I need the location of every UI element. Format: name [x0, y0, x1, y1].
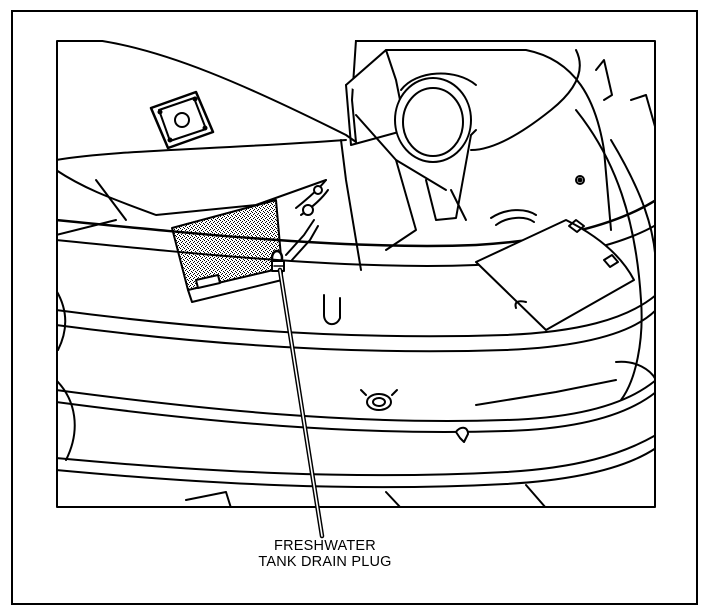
deck-hatch — [149, 90, 215, 150]
callout-label-line1: FRESHWATER — [274, 538, 376, 554]
drain-plug-fitting — [270, 249, 285, 272]
callout-label-line2: TANK DRAIN PLUG — [258, 554, 392, 570]
access-panel — [475, 219, 635, 331]
callout-label: FRESHWATER TANK DRAIN PLUG — [230, 538, 420, 570]
hull-drain-fitting — [360, 389, 398, 411]
boat-stern-illustration — [56, 40, 656, 508]
